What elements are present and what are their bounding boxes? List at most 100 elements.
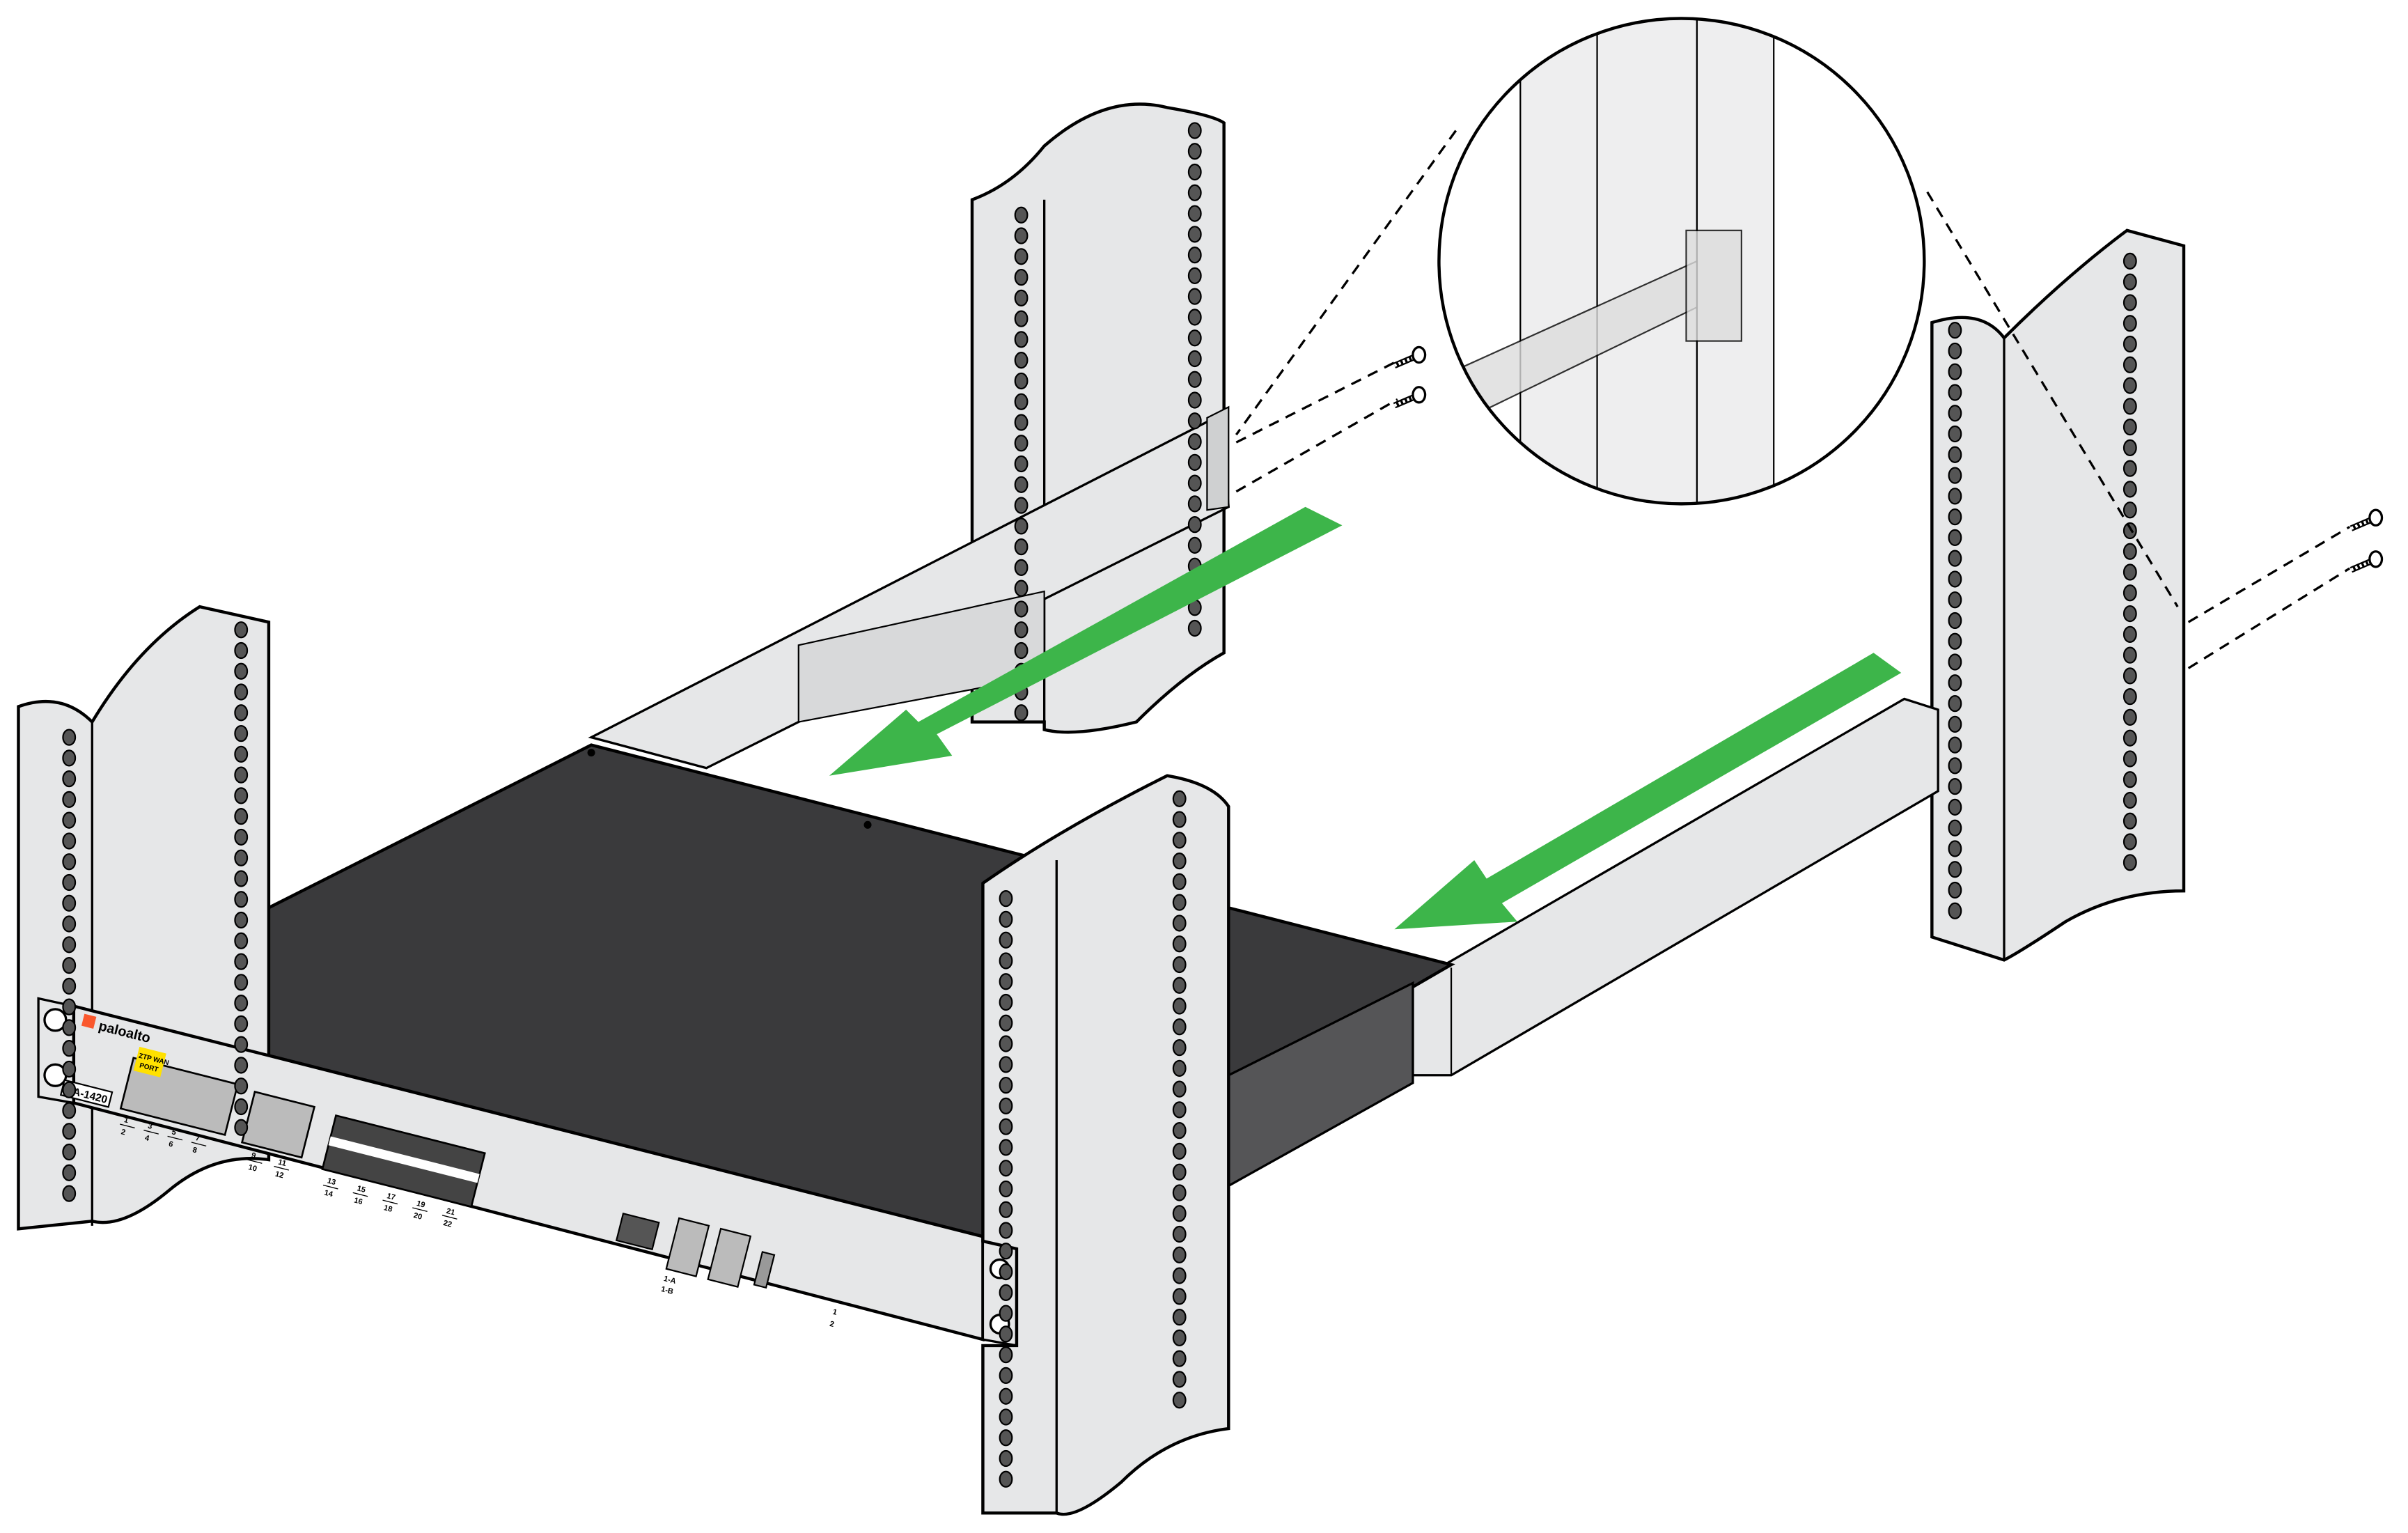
port-label-top: 21 bbox=[446, 1207, 456, 1217]
rack-hole bbox=[1948, 861, 1962, 878]
rack-hole bbox=[2122, 543, 2137, 560]
rack-hole bbox=[234, 1098, 249, 1116]
slide-direction-arrow bbox=[1394, 653, 1902, 930]
rack-hole bbox=[1014, 455, 1029, 473]
rack-hole bbox=[1187, 205, 1202, 222]
screw-icon bbox=[2350, 550, 2384, 573]
rack-hole bbox=[1014, 538, 1029, 556]
rack-hole bbox=[999, 1263, 1013, 1281]
rack-hole bbox=[62, 936, 77, 954]
rack-hole bbox=[1172, 935, 1187, 953]
rack-hole bbox=[1014, 268, 1029, 286]
rack-hole bbox=[1172, 1392, 1187, 1409]
rack-hole bbox=[999, 1160, 1013, 1177]
rack-hole bbox=[234, 1057, 249, 1074]
ha-label-bottom: 1-B bbox=[660, 1285, 674, 1296]
rack-hole bbox=[234, 662, 249, 680]
rack-hole bbox=[1948, 632, 1962, 650]
rack-hole bbox=[2122, 812, 2137, 830]
usb-port bbox=[753, 1251, 776, 1289]
rack-hole bbox=[62, 729, 77, 746]
detail-callout bbox=[1437, 17, 1926, 506]
rack-hole bbox=[1948, 798, 1962, 816]
rack-hole bbox=[1187, 288, 1202, 305]
rack-hole bbox=[1172, 1267, 1187, 1284]
rack-hole bbox=[234, 849, 249, 866]
rack-hole bbox=[2122, 294, 2137, 311]
mounting-rail-left bbox=[588, 405, 1230, 770]
rack-hole bbox=[1014, 331, 1029, 348]
port-label-top: 13 bbox=[327, 1177, 337, 1188]
rack-hole bbox=[1014, 414, 1029, 431]
rack-hole bbox=[2122, 771, 2137, 788]
rack-hole bbox=[1948, 612, 1962, 630]
port-label-top: 7 bbox=[194, 1134, 201, 1143]
rj45-port-group bbox=[119, 1057, 239, 1137]
rack-hole bbox=[1948, 902, 1962, 919]
rack-hole bbox=[1172, 1329, 1187, 1347]
rack-hole bbox=[1014, 435, 1029, 452]
rack-hole bbox=[1948, 694, 1962, 713]
port-label-bottom: 10 bbox=[247, 1163, 258, 1174]
port-label-bottom: 12 bbox=[274, 1170, 285, 1181]
rack-hole bbox=[62, 915, 77, 933]
rack-hole bbox=[1014, 621, 1029, 639]
rack-hole bbox=[62, 1102, 77, 1119]
rack-hole bbox=[1172, 1163, 1187, 1181]
rack-hole bbox=[1187, 453, 1202, 471]
rack-hole bbox=[2122, 501, 2137, 519]
rack-hole bbox=[999, 1180, 1013, 1198]
rack-hole bbox=[62, 873, 77, 892]
rack-hole bbox=[1172, 1350, 1187, 1367]
rack-hole bbox=[1172, 1142, 1187, 1160]
rack-hole bbox=[234, 704, 249, 722]
rack-hole bbox=[2122, 398, 2137, 415]
rack-hole bbox=[1948, 757, 1962, 775]
port-label-top: 5 bbox=[171, 1128, 177, 1137]
rack-hole bbox=[2122, 335, 2137, 353]
rack-hole bbox=[234, 766, 249, 784]
rack-hole bbox=[2122, 729, 2137, 747]
rack-hole bbox=[999, 910, 1013, 928]
rack-hole bbox=[1014, 206, 1029, 224]
rack-hole bbox=[1172, 1205, 1187, 1222]
rack-hole bbox=[1172, 1308, 1187, 1326]
rack-post-front-right bbox=[981, 774, 1230, 1516]
rack-hole bbox=[999, 973, 1013, 990]
rack-hole bbox=[234, 953, 249, 970]
rack-hole bbox=[62, 1185, 77, 1202]
port-label-bottom: 4 bbox=[144, 1134, 151, 1143]
port-label-top: 3 bbox=[147, 1122, 153, 1131]
rack-hole bbox=[62, 977, 77, 995]
rack-post-back-right bbox=[1930, 228, 2186, 962]
rack-hole bbox=[234, 974, 249, 991]
rack-hole bbox=[2122, 667, 2137, 685]
rack-hole bbox=[62, 1164, 77, 1181]
rack-hole bbox=[1948, 550, 1962, 567]
rack-hole bbox=[1014, 227, 1029, 244]
screw-icon bbox=[1393, 386, 1427, 409]
rack-hole bbox=[1172, 1225, 1187, 1243]
rack-hole bbox=[62, 770, 77, 788]
rack-hole bbox=[999, 1201, 1013, 1218]
psu-led-label-1: 1 bbox=[831, 1308, 838, 1317]
rack-hole bbox=[999, 1035, 1013, 1052]
rack-hole bbox=[1948, 674, 1962, 692]
rack-hole bbox=[1187, 619, 1202, 637]
rack-hole bbox=[1948, 488, 1962, 505]
rack-hole bbox=[1948, 446, 1962, 463]
port-label-top: 19 bbox=[416, 1199, 426, 1210]
rack-hole bbox=[1948, 425, 1962, 443]
rack-hole bbox=[2122, 563, 2137, 581]
rack-hole bbox=[1014, 393, 1029, 410]
rack-hole bbox=[62, 1123, 77, 1140]
rack-hole bbox=[1948, 467, 1962, 484]
port-label-bottom: 14 bbox=[323, 1189, 334, 1199]
rack-hole bbox=[1014, 352, 1029, 369]
rack-hole bbox=[1948, 322, 1962, 339]
port-label-bottom: 6 bbox=[168, 1140, 174, 1149]
rack-hole bbox=[999, 1222, 1013, 1239]
rack-hole bbox=[2122, 481, 2137, 498]
rack-hole bbox=[1948, 570, 1962, 588]
port-label-bottom: 2 bbox=[120, 1128, 126, 1137]
